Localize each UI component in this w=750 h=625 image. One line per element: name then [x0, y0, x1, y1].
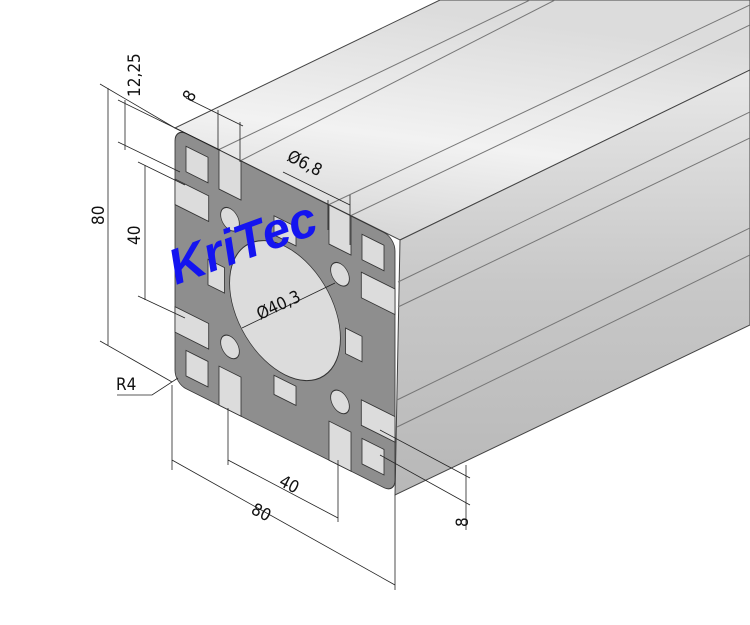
dim-slot-width-top: 8: [179, 87, 201, 105]
groove-lines: [217, 0, 750, 428]
dim-slot-depth: 12,25: [125, 53, 145, 97]
dim-corner-radius: R4: [116, 375, 136, 395]
dim-width-total: 80: [248, 500, 274, 527]
dim-height-total: 80: [89, 206, 109, 225]
dimension-lines: [99, 83, 471, 590]
dim-height-module: 40: [125, 226, 145, 245]
profile-cross-section: [174, 131, 396, 490]
dim-width-module: 40: [276, 472, 302, 499]
dim-slot-width-side: 8: [453, 517, 473, 527]
profile-side-face: [394, 69, 750, 496]
